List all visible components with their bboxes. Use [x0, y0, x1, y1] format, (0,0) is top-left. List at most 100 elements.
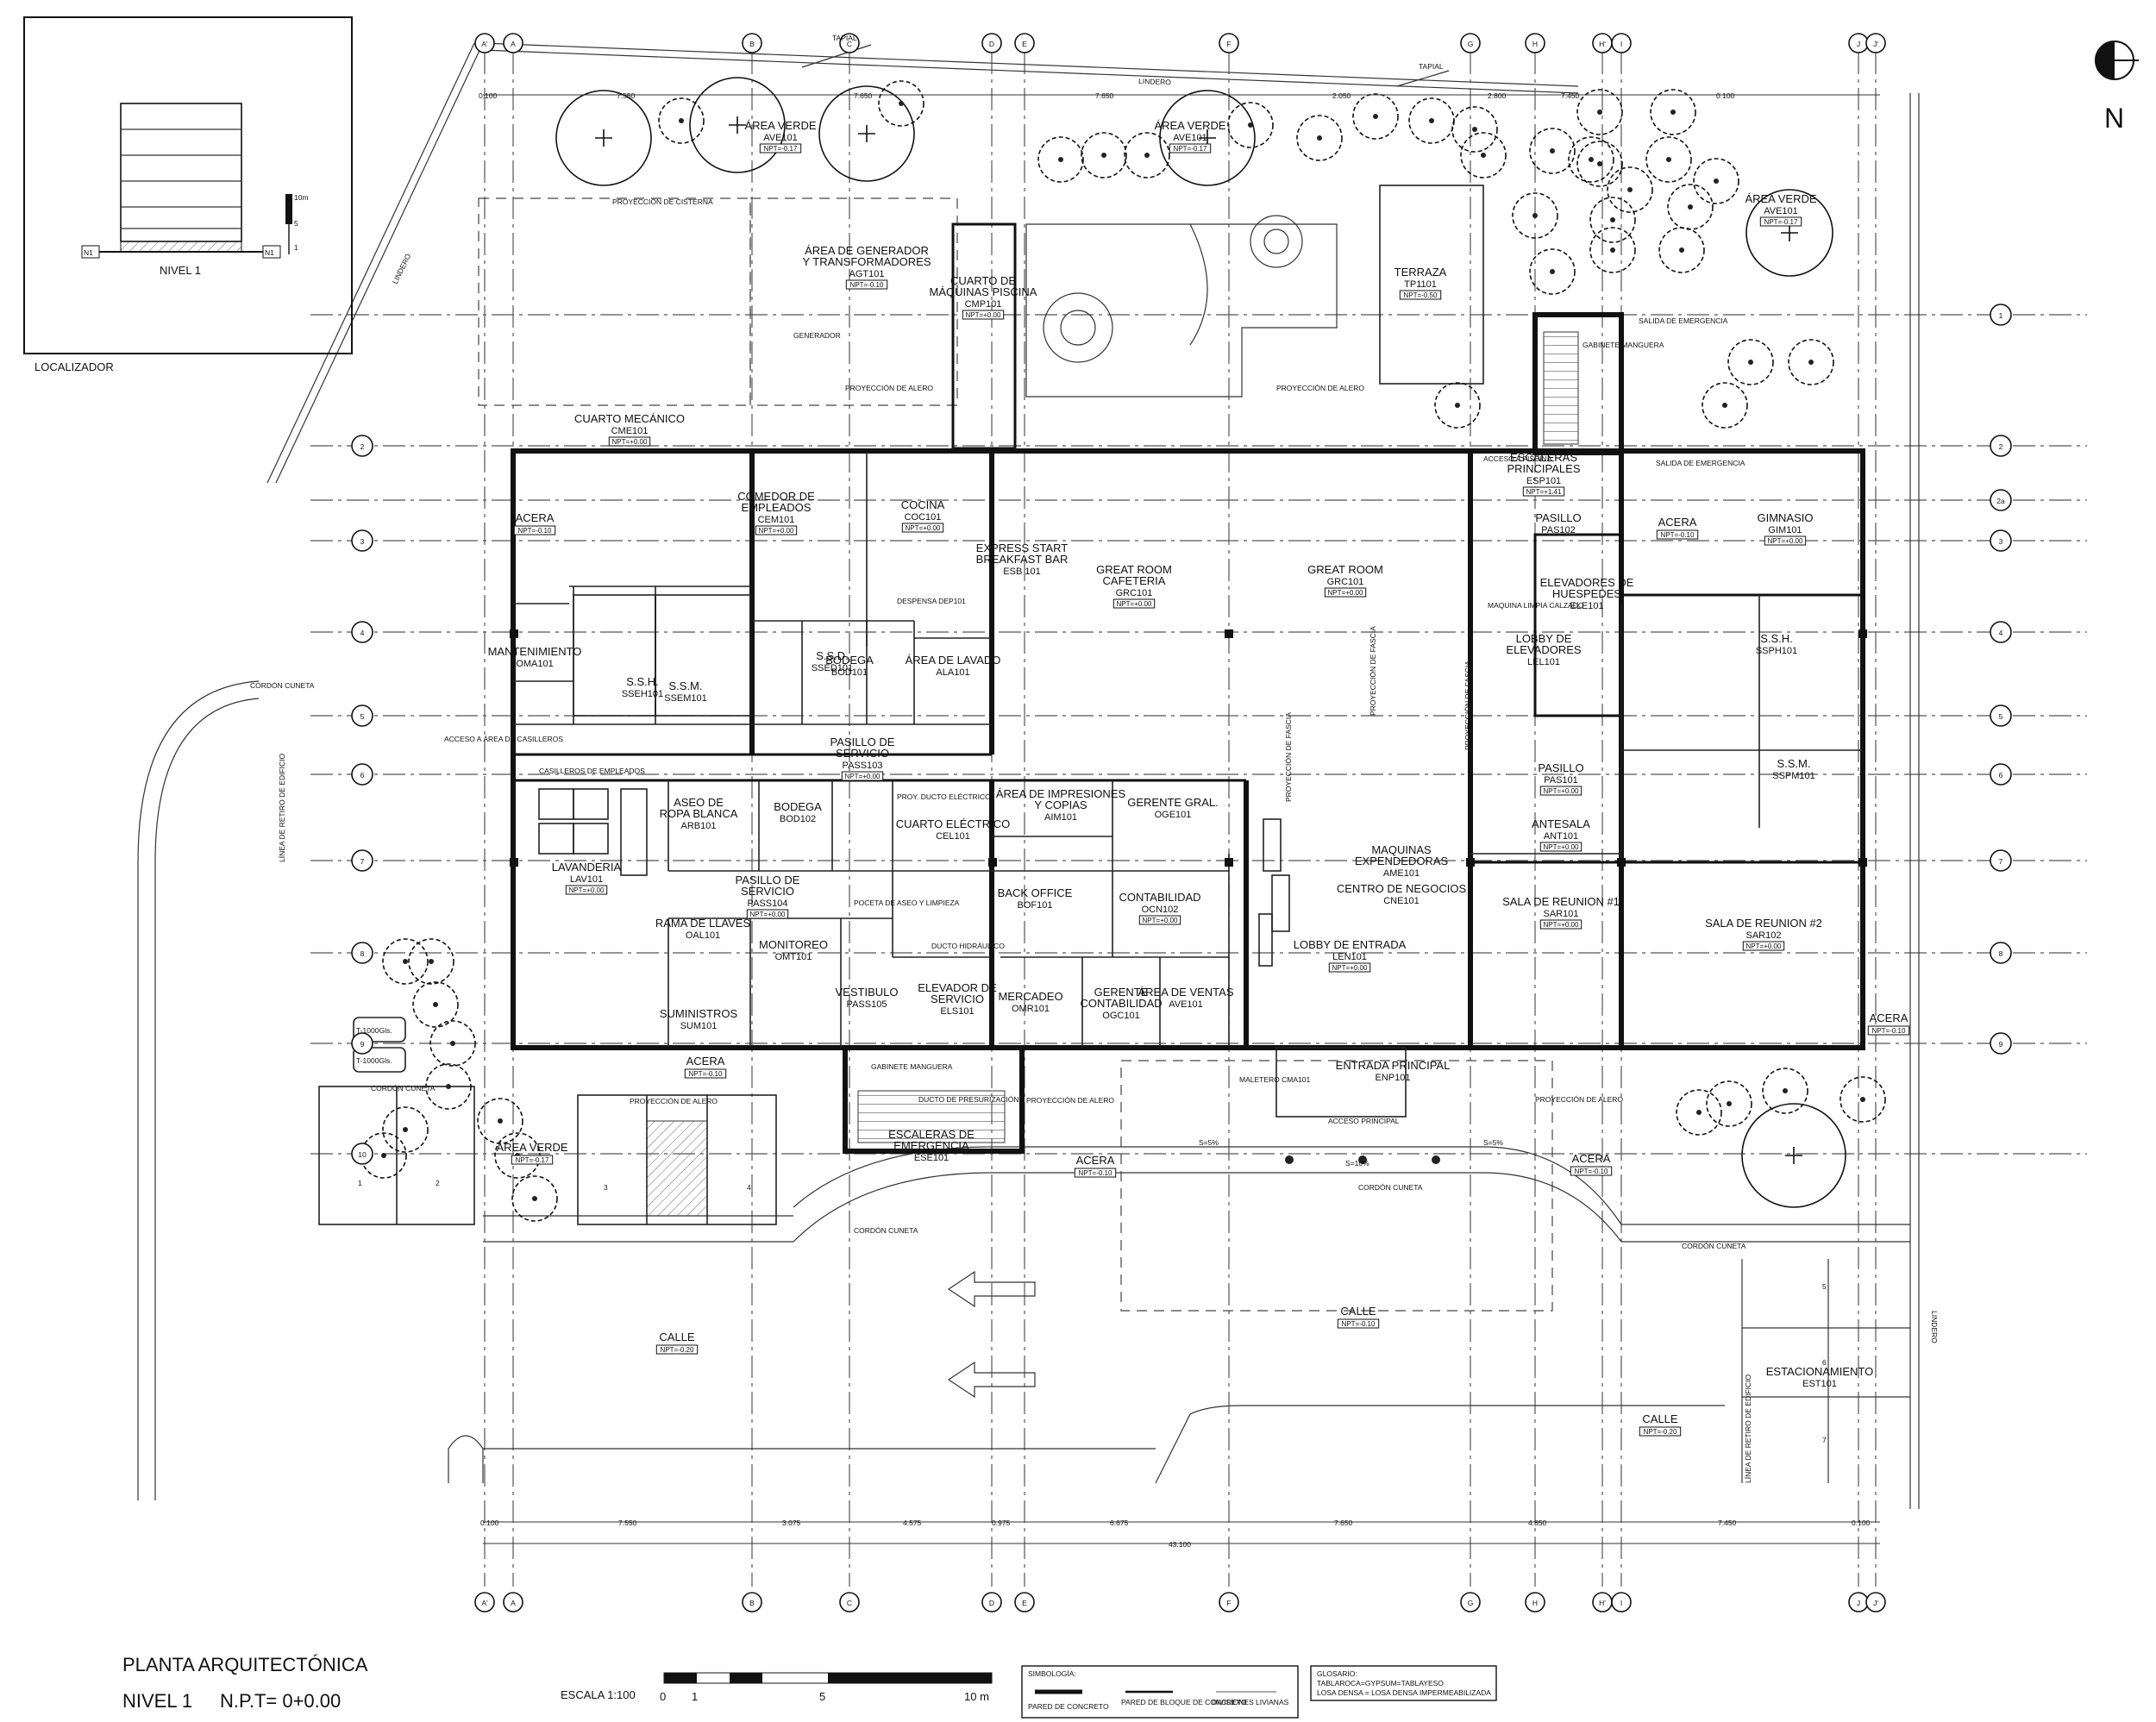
room-npt: NPT=-0.10	[1079, 1169, 1112, 1177]
room-name: SALA DE REUNION #1	[1502, 895, 1620, 908]
room-code: COC101	[905, 512, 942, 523]
grid-bubble-row	[351, 1032, 373, 1055]
grid-bubbles: A'A'AABBCCDDEEFFGGHHH'H'IIJJJ'J'1222a334…	[351, 33, 2012, 1612]
glossary-line-1: TABLAROCA=GYPSUM=TABLAYESO	[1317, 1679, 1444, 1688]
large-tree-icon	[1745, 189, 1833, 277]
room-name: EXPENDEDORAS	[1355, 855, 1449, 867]
room-name: LOBBY DE ENTRADA	[1294, 938, 1407, 951]
room-code: GRC101	[1327, 577, 1364, 587]
grid-bubble-col	[981, 33, 1002, 53]
retiro-label-2: LÍNEA DE RETIRO DE EDIFICIO	[1744, 1374, 1752, 1483]
grid-bubble-row	[1990, 704, 2012, 727]
room-code: AGT101	[849, 269, 885, 279]
room-npt: NPT=+0.00	[750, 911, 786, 918]
room-name: Y TRANSFORMADORES	[802, 255, 931, 268]
grid-bubble-row-label: 8	[1999, 949, 2003, 958]
room-name: BODEGA	[774, 800, 822, 813]
room-name: CUARTO MECÁNICO	[574, 412, 685, 425]
room-name: ELEVADOR DE	[918, 981, 997, 994]
grid-bubble-row-label: 2	[1999, 442, 2003, 451]
pendiente-2: S=10%	[1345, 1159, 1369, 1168]
grid-bubble-row-label: 9	[1999, 1040, 2003, 1049]
grid-bubble-row-label: 10	[358, 1150, 367, 1159]
room-name: GIMNASIO	[1757, 511, 1813, 524]
large-tree-icon	[1159, 90, 1256, 186]
room-name: ACERA	[1870, 1011, 1908, 1024]
legend-item-3: DIVISIONES LIVIANAS	[1212, 1698, 1289, 1706]
room-npt: NPT=+0.00	[569, 886, 605, 894]
room-npt: NPT=+0.00	[1117, 600, 1152, 608]
grid-bubble-row	[351, 529, 373, 552]
small-tree-icon	[1227, 102, 1274, 148]
room-name: GERENTE	[1094, 986, 1149, 999]
small-tree-icon	[1727, 339, 1774, 385]
room-code: GRC101	[1116, 588, 1153, 598]
grid-bubble-row-label: 7	[1999, 857, 2003, 866]
grid-bubble-row	[1990, 1032, 2012, 1055]
room-name: MÁQUINAS PISCINA	[930, 285, 1037, 298]
glossary-title: GLOSARIO:	[1317, 1669, 1357, 1678]
room-name: MONITOREO	[759, 938, 828, 951]
room-code: ESB 101	[1003, 567, 1040, 577]
room-name: ÁREA DE VENTAS	[1138, 986, 1233, 999]
small-tree-icon	[1706, 1080, 1752, 1127]
room-name: CONTABILIDAD	[1080, 997, 1162, 1010]
scale-tick-5: 5	[819, 1690, 825, 1703]
room-name: ENTRADA PRINCIPAL	[1336, 1059, 1451, 1072]
acceso-piscina: ACCESO A PISCINA	[1483, 454, 1552, 463]
grid-bubble-row	[351, 435, 373, 457]
small-tree-icon	[1529, 248, 1576, 295]
bottom-dim-label: 7.650	[1334, 1518, 1353, 1527]
room-code: LEL101	[1527, 657, 1560, 667]
room-name: CONTABILIDAD	[1119, 891, 1200, 904]
grid-bubble-col	[474, 33, 495, 53]
gabinete-manguera-1: GABINETE MANGUERA	[1583, 341, 1664, 349]
room-code: OAL101	[686, 930, 720, 941]
room-name: ELEVADORES	[1506, 643, 1582, 656]
room-code: TP1101	[1404, 279, 1437, 290]
legend-title: SIMBOLOGÍA:	[1028, 1669, 1076, 1678]
grid-bubble-col-label: H'	[1599, 1599, 1606, 1607]
pendiente-3: S=5%	[1483, 1138, 1503, 1147]
proy-alero-label-3: PROYECCIÓN DE ALERO	[630, 1097, 718, 1105]
room-name: SALA DE REUNION #2	[1705, 917, 1822, 930]
room-npt: NPT=+0.00	[612, 438, 648, 446]
room-name: ESCALERAS DE	[888, 1128, 975, 1141]
grid-bubble-col	[1525, 1592, 1545, 1612]
grid-bubble-row-label: 5	[1999, 712, 2003, 721]
room-code: OMR101	[1012, 1004, 1050, 1014]
generador-label: GENERADOR	[793, 331, 841, 340]
room-name: ÁREA VERDE	[1154, 119, 1225, 132]
proy-alero-label-5: PROYECCIÓN DE ALERO	[1535, 1095, 1623, 1104]
grid-bubble-row	[351, 763, 373, 786]
bottom-dim-label: 4.575	[903, 1518, 922, 1527]
small-tree-icon	[1576, 141, 1623, 187]
grid-bubble-row-label: 3	[1999, 537, 2003, 546]
room-name: TERRAZA	[1395, 266, 1447, 279]
room-npt: NPT=+0.00	[759, 527, 794, 535]
grid-bubble-row	[1990, 763, 2012, 786]
legend-box: SIMBOLOGÍA: PARED DE CONCRETO PARED DE B…	[1021, 1665, 1299, 1719]
room-code: PASS105	[847, 999, 887, 1010]
proy-alero-label-4: PROYECCIÓN DE ALERO	[1026, 1096, 1114, 1105]
room-code: SAR101	[1544, 909, 1579, 919]
maquina-limpia: MAQUINA LIMPIA CALZADO	[1488, 601, 1584, 610]
grid-bubble-col-label: J	[1857, 40, 1860, 48]
grid-bubble-col	[1865, 1592, 1886, 1612]
room-code: OMA101	[516, 659, 553, 669]
room-code: ARB101	[681, 821, 717, 831]
grid-bubble-col	[742, 33, 762, 53]
room-name: S.S.H.	[626, 675, 659, 688]
room-code: BOD102	[780, 814, 816, 824]
room-npt: NPT=+0.00	[1544, 787, 1579, 795]
grid-bubble-col-label: J'	[1873, 1599, 1878, 1607]
